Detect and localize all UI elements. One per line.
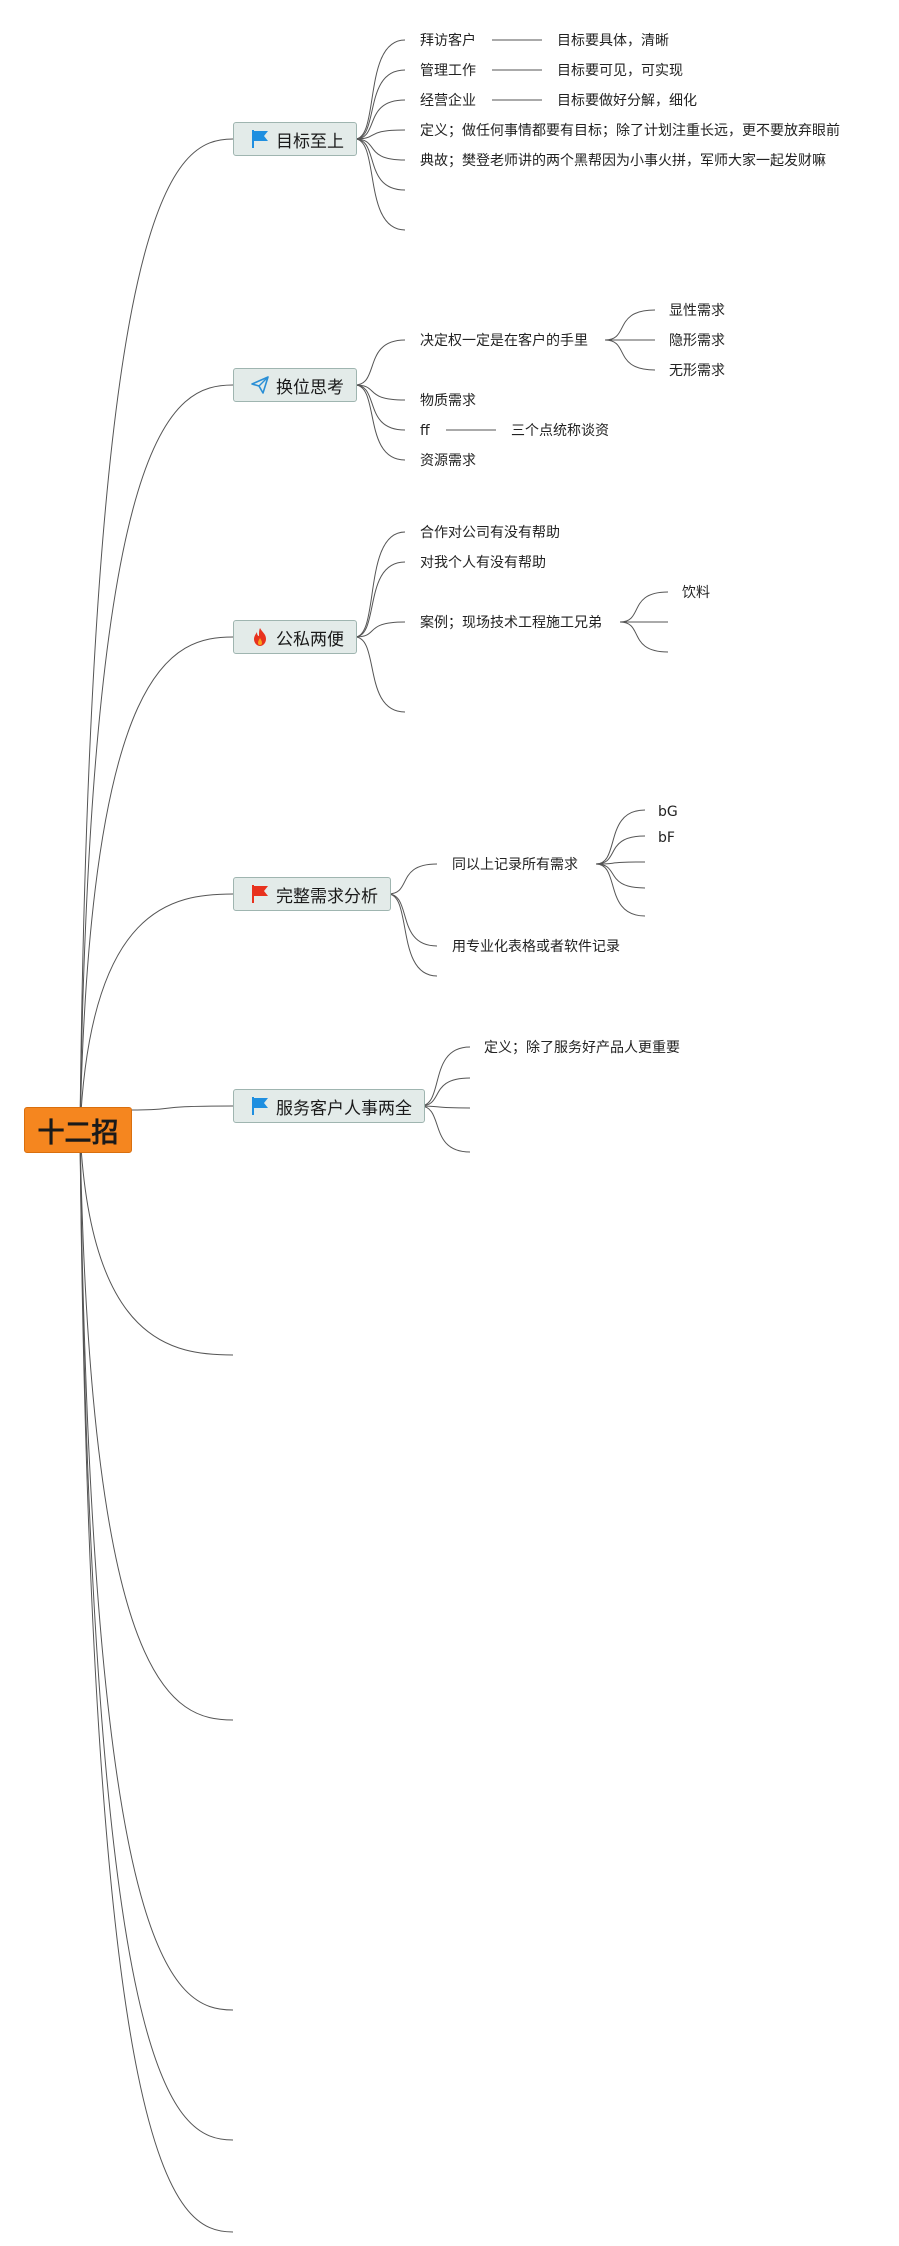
red-flag-icon bbox=[250, 884, 270, 904]
connector-curve bbox=[387, 893, 438, 947]
connector-curve bbox=[419, 1105, 471, 1153]
leaf-note[interactable]: 目标要具体，清晰 bbox=[557, 33, 669, 49]
leaf-child[interactable]: 隐形需求 bbox=[669, 333, 725, 349]
connector-curve bbox=[354, 384, 406, 401]
leaf-item[interactable]: 经营企业 bbox=[420, 93, 476, 109]
connector-curve bbox=[419, 1105, 471, 1109]
branch-label: 目标至上 bbox=[276, 131, 344, 152]
connector-curve bbox=[595, 861, 646, 865]
connector-curve bbox=[354, 138, 406, 191]
leaf-child[interactable]: 饮料 bbox=[682, 585, 710, 601]
root-connector-curve bbox=[79, 384, 234, 1131]
leaf-note[interactable]: 目标要可见，可实现 bbox=[557, 63, 683, 79]
connector-curve bbox=[354, 39, 406, 140]
root-connector-curve bbox=[79, 893, 234, 1131]
branch-node-goal[interactable]: 目标至上 bbox=[233, 122, 357, 156]
leaf-child[interactable]: 无形需求 bbox=[669, 363, 725, 379]
connector-curve bbox=[419, 1077, 471, 1107]
root-connector-curve bbox=[79, 1129, 234, 2011]
connector-curve bbox=[595, 835, 646, 865]
branch-label: 服务客户人事两全 bbox=[276, 1098, 412, 1119]
connector-curve bbox=[354, 621, 406, 638]
branch-node-mutual-benefit[interactable]: 公私两便 bbox=[233, 620, 357, 654]
connector-curve bbox=[131, 1105, 234, 1111]
leaf-note[interactable]: 三个点统称谈资 bbox=[511, 423, 609, 439]
connector-curve bbox=[354, 561, 406, 638]
blue-flag-icon bbox=[250, 1096, 270, 1116]
connector-curve bbox=[619, 621, 669, 653]
leaf-item[interactable]: 定义；除了服务好产品人更重要 bbox=[484, 1040, 680, 1056]
branch-node-empathy[interactable]: 换位思考 bbox=[233, 368, 357, 402]
connector-curve bbox=[354, 69, 406, 140]
leaf-item[interactable]: 决定权一定是在客户的手里 bbox=[420, 333, 588, 349]
connector-curve bbox=[354, 384, 406, 461]
connector-curve bbox=[387, 893, 438, 977]
branch-node-needs-analysis[interactable]: 完整需求分析 bbox=[233, 877, 391, 911]
leaf-item[interactable]: 典故；樊登老师讲的两个黑帮因为小事火拼，军师大家一起发财嘛 bbox=[420, 153, 826, 169]
connector-curve bbox=[354, 636, 406, 713]
connector-curve bbox=[354, 138, 406, 231]
root-connector-curve bbox=[79, 636, 234, 1131]
connector-curve bbox=[619, 591, 669, 623]
connector-curve bbox=[354, 129, 406, 140]
connector-curve bbox=[354, 138, 406, 161]
leaf-child[interactable]: bG bbox=[658, 804, 678, 820]
root-connector-curve bbox=[79, 138, 234, 1131]
blue-flag-icon bbox=[250, 129, 270, 149]
connector-curve bbox=[604, 339, 656, 371]
connector-curve bbox=[419, 1046, 471, 1107]
connector-curve bbox=[595, 863, 646, 889]
branch-label: 公私两便 bbox=[276, 629, 344, 650]
root-node[interactable]: 十二招 bbox=[24, 1107, 132, 1153]
leaf-item[interactable]: 对我个人有没有帮助 bbox=[420, 555, 546, 571]
leaf-item[interactable]: 定义；做任何事情都要有目标；除了计划注重长远，更不要放弃眼前 bbox=[420, 123, 840, 139]
leaf-item[interactable]: ff bbox=[420, 423, 430, 439]
connector-curve bbox=[354, 339, 406, 386]
root-connector-curve bbox=[79, 1129, 234, 1356]
connector-curve bbox=[354, 99, 406, 140]
branch-node-service[interactable]: 服务客户人事两全 bbox=[233, 1089, 425, 1123]
branch-label: 换位思考 bbox=[276, 377, 344, 398]
paper-plane-icon bbox=[250, 375, 270, 395]
leaf-item[interactable]: 管理工作 bbox=[420, 63, 476, 79]
connector-curve bbox=[595, 863, 646, 917]
leaf-item[interactable]: 案例；现场技术工程施工兄弟 bbox=[420, 615, 602, 631]
connector-curve bbox=[604, 309, 656, 341]
connector-curve bbox=[595, 809, 646, 865]
leaf-child[interactable]: 显性需求 bbox=[669, 303, 725, 319]
leaf-item[interactable]: 合作对公司有没有帮助 bbox=[420, 525, 560, 541]
root-connector-curve bbox=[79, 1129, 234, 2233]
fire-icon bbox=[250, 627, 270, 647]
leaf-item[interactable]: 资源需求 bbox=[420, 453, 476, 469]
leaf-note[interactable]: 目标要做好分解，细化 bbox=[557, 93, 697, 109]
root-connector-curve bbox=[79, 1129, 234, 2141]
root-connector-curve bbox=[79, 1129, 234, 1721]
leaf-item[interactable]: 物质需求 bbox=[420, 393, 476, 409]
connector-curve bbox=[387, 863, 438, 895]
leaf-child[interactable]: bF bbox=[658, 830, 675, 846]
connector-curve bbox=[354, 531, 406, 638]
leaf-item[interactable]: 同以上记录所有需求 bbox=[452, 857, 578, 873]
leaf-item[interactable]: 拜访客户 bbox=[420, 33, 476, 49]
branch-label: 完整需求分析 bbox=[276, 886, 378, 907]
connector-curve bbox=[354, 384, 406, 431]
leaf-item[interactable]: 用专业化表格或者软件记录 bbox=[452, 939, 620, 955]
